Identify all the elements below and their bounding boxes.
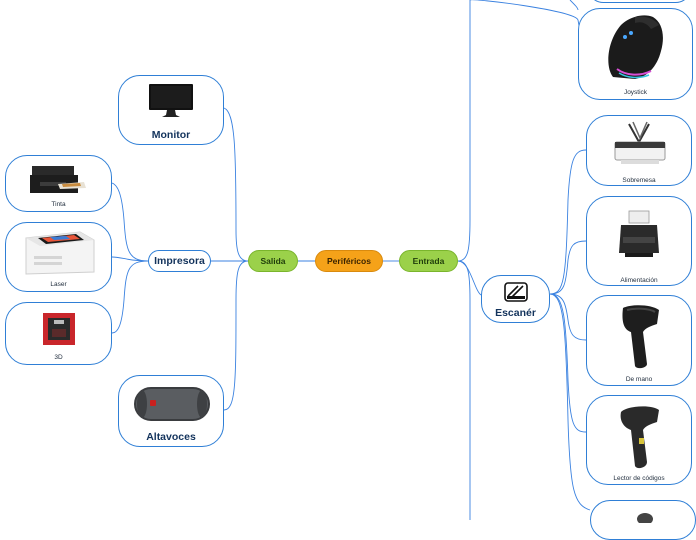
alimentacion-label: Alimentación (620, 277, 658, 284)
3d-printer-node[interactable]: 3D (5, 302, 112, 365)
monitor-icon (149, 84, 193, 117)
sobremesa-node[interactable]: Sobremesa (586, 115, 692, 186)
branch-salida[interactable]: Salida (248, 250, 298, 272)
partial-device-icon (637, 513, 653, 523)
altavoces-label: Altavoces (146, 431, 196, 443)
vertical-mouse-icon (608, 15, 663, 80)
tinta-node[interactable]: Tinta (5, 155, 112, 212)
branch-entrada[interactable]: Entrada (399, 250, 458, 272)
partial-node-bottom[interactable] (590, 500, 696, 540)
lector-node[interactable]: Lector de códigos (586, 395, 692, 485)
monitor-node[interactable]: Monitor (118, 75, 224, 145)
lector-label: Lector de códigos (613, 475, 665, 482)
3d-printer-icon (43, 313, 75, 345)
de-mano-node[interactable]: De mano (586, 295, 692, 386)
scanner-icon (504, 282, 528, 302)
alimentacion-node[interactable]: Alimentación (586, 196, 692, 286)
impresora-node[interactable]: Impresora (148, 250, 211, 272)
3d-label: 3D (54, 354, 63, 361)
joystick-label: Joystick (623, 89, 648, 96)
monitor-label: Monitor (151, 129, 191, 141)
laser-node[interactable]: Laser (5, 222, 112, 292)
tinta-label: Tinta (51, 201, 66, 208)
handheld-scanner-icon (622, 305, 659, 369)
laser-printer-icon (25, 231, 95, 275)
feeder-scanner-icon (619, 210, 659, 257)
partial-node-top[interactable] (587, 0, 692, 3)
de-mano-label: De mano (625, 376, 653, 383)
altavoces-node[interactable]: Altavoces (118, 375, 224, 447)
sobremesa-label: Sobremesa (622, 177, 656, 184)
inkjet-printer-icon (30, 166, 86, 193)
laser-label: Laser (50, 281, 67, 288)
escaner-node[interactable]: Escanér (481, 275, 550, 323)
joystick-node[interactable]: Joystick (578, 8, 693, 100)
center-node[interactable]: Periféricos (315, 250, 383, 272)
connector-lines (111, 0, 591, 520)
barcode-reader-icon (620, 406, 659, 469)
escaner-label: Escanér (495, 307, 536, 319)
speaker-icon (134, 387, 210, 421)
desktop-scanner-icon (614, 121, 666, 164)
